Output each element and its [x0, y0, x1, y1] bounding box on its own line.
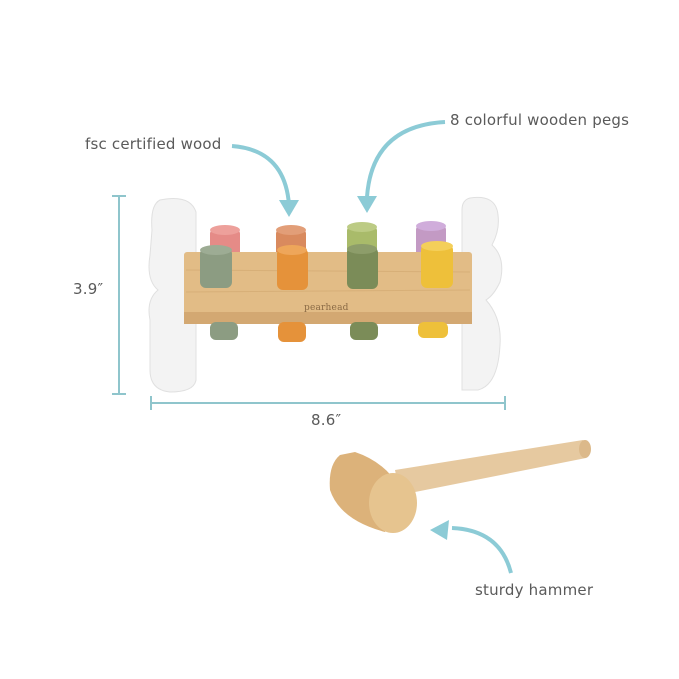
- hammer-callout-label: sturdy hammer: [475, 581, 594, 599]
- pegs-callout-arrow: [365, 120, 446, 198]
- hammer: [329, 440, 591, 533]
- height-dimension-label: 3.9″: [73, 280, 104, 298]
- width-dimension-label: 8.6″: [311, 411, 342, 429]
- pegs-callout-label: 8 colorful wooden pegs: [450, 111, 630, 129]
- pegs-arrowhead-icon: [357, 196, 377, 213]
- wood-arrowhead-icon: [279, 200, 299, 217]
- hammer-arrowhead-icon: [430, 520, 449, 540]
- width-dimension-line: [150, 396, 506, 410]
- wood-callout-label: fsc certified wood: [85, 135, 222, 153]
- right-cloud-frame: [461, 196, 503, 391]
- wood-callout-arrow: [231, 144, 291, 206]
- front-pegs: [200, 241, 453, 290]
- brand-logo: pearhead: [304, 303, 349, 313]
- hammer-callout-arrow: [451, 526, 513, 574]
- height-dimension-line: [112, 195, 126, 395]
- peg-bottoms: [210, 322, 448, 342]
